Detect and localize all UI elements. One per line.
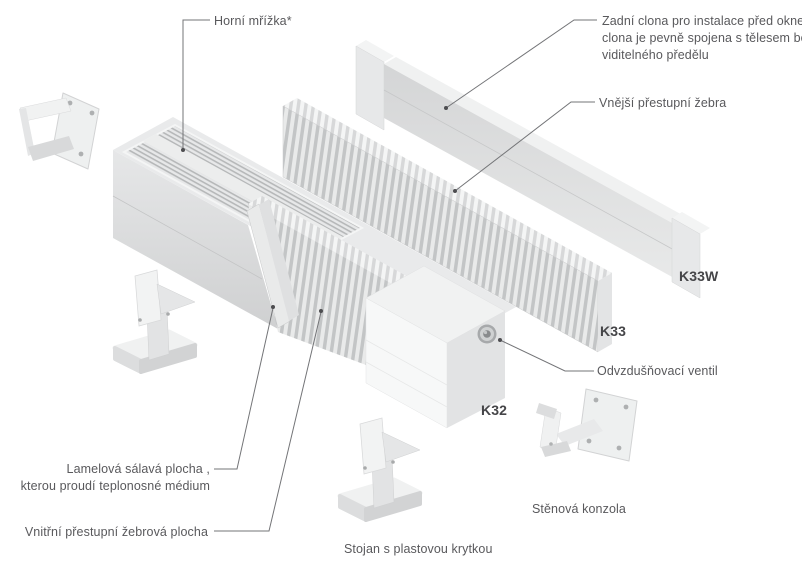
label-rear-panel: Zadní clona pro instalace před oknem, cl… bbox=[602, 13, 802, 64]
leader-outer-fins bbox=[454, 101, 595, 192]
model-label-k33: K33 bbox=[600, 323, 626, 339]
label-outer-fins: Vnější přestupní žebra bbox=[599, 96, 727, 110]
leader-rear-panel bbox=[445, 19, 597, 109]
leader-dots bbox=[181, 106, 502, 342]
label-stand: Stojan s plastovou krytkou bbox=[344, 542, 493, 556]
k32-front-casing bbox=[113, 150, 278, 329]
label-rear-panel-line1: Zadní clona pro instalace před oknem, bbox=[602, 14, 802, 28]
wall-bracket-top-left bbox=[19, 92, 100, 170]
label-air-vent: Odvzdušňovací ventil bbox=[597, 364, 718, 378]
model-label-k32: K32 bbox=[481, 402, 507, 418]
label-top-grille: Horní mřížka* bbox=[214, 14, 292, 28]
leader-inner-fins bbox=[214, 311, 322, 532]
label-lamella-line2: kterou proudí teplonosné médium bbox=[20, 479, 210, 493]
air-vent-valve bbox=[477, 324, 497, 344]
wall-bracket-right bbox=[536, 388, 638, 462]
floor-stand-center bbox=[337, 417, 423, 522]
label-rear-panel-line2: clona je pevně spojena s tělesem bez bbox=[602, 31, 802, 45]
leader-top-grille bbox=[182, 19, 210, 149]
leader-lines bbox=[182, 19, 597, 532]
model-label-k33w: K33W bbox=[679, 268, 719, 284]
label-lamella: Lamelová sálavá plocha , kterou proudí t… bbox=[20, 461, 210, 495]
radiator-k32 bbox=[112, 117, 516, 429]
fin-block-k33 bbox=[282, 98, 612, 353]
leader-lamella bbox=[214, 307, 274, 470]
label-lamella-line1: Lamelová sálavá plocha , bbox=[66, 462, 210, 476]
label-wall-bracket: Stěnová konzola bbox=[532, 502, 626, 516]
lamella-plate bbox=[246, 203, 291, 329]
leader-air-vent bbox=[499, 339, 594, 372]
label-inner-fins: Vnitřní přestupní žebrová plocha bbox=[24, 525, 208, 539]
label-rear-panel-line3: viditelného předělu bbox=[602, 48, 709, 62]
floor-stand-left bbox=[112, 269, 198, 374]
